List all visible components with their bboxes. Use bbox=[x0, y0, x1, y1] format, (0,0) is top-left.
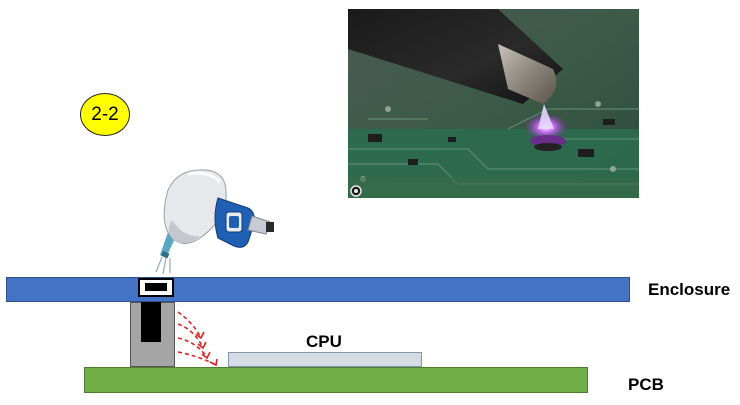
enclosure-label: Enclosure bbox=[648, 280, 731, 299]
enclosure-bar bbox=[6, 277, 630, 302]
plasma-gun-icon bbox=[155, 169, 274, 275]
pcb-label: PCB bbox=[628, 375, 664, 394]
standoff-slot bbox=[141, 302, 161, 342]
airflow-arrows bbox=[177, 311, 218, 367]
camera-icon bbox=[350, 185, 362, 197]
enclosure-port-opening bbox=[145, 283, 167, 291]
pcb-bar bbox=[84, 367, 588, 393]
plasma-nozzle-photo bbox=[348, 9, 639, 198]
cpu-block bbox=[228, 352, 422, 367]
step-badge-text: 2-2 bbox=[91, 103, 119, 125]
step-badge: 2-2 bbox=[80, 93, 130, 136]
cpu-label: CPU bbox=[306, 332, 342, 351]
